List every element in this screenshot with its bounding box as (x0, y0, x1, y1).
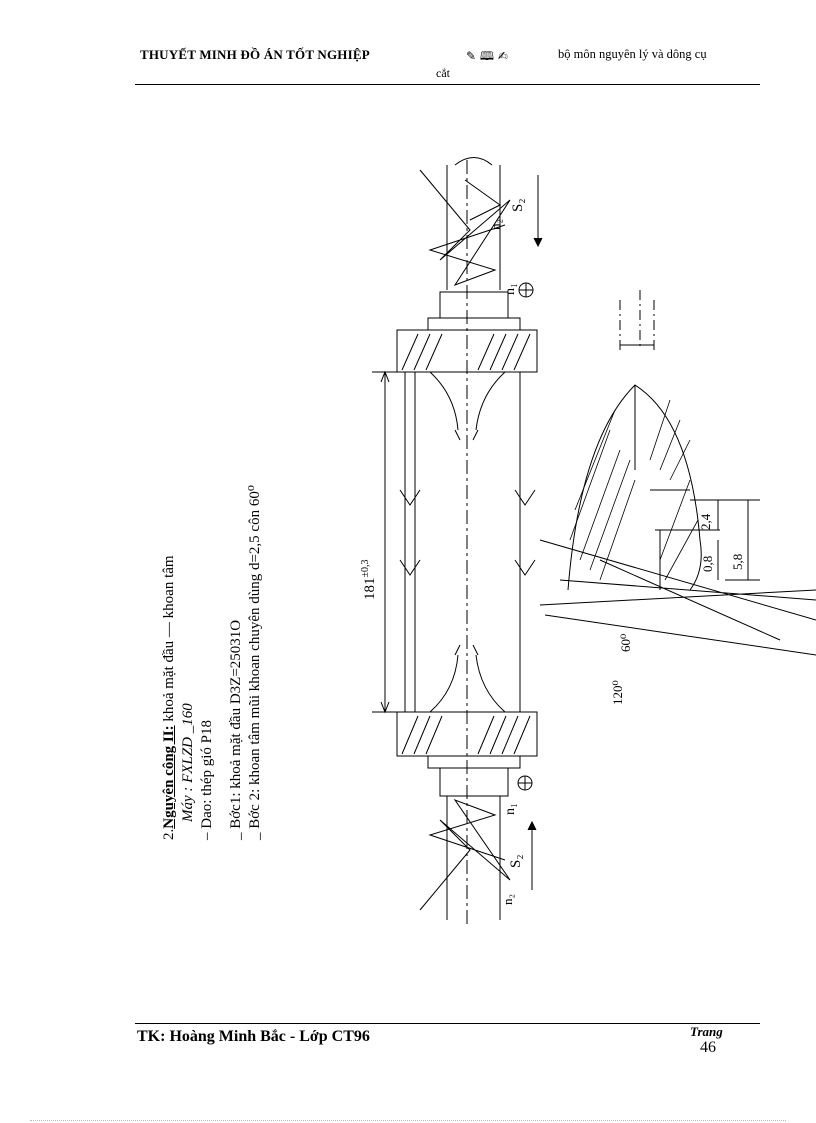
label-n1-top: n₁ (503, 283, 518, 295)
top-center-hole (429, 371, 506, 431)
shaft-top-end (454, 157, 493, 166)
label-n1-bottom: n₁ (503, 803, 518, 815)
page-bottom-edge (30, 1120, 786, 1121)
bottom-flange (427, 755, 521, 769)
top-rotation-cross (519, 283, 533, 297)
detail-inner-lines (634, 385, 700, 590)
page-number: 46 (700, 1039, 716, 1056)
header-decorative-icons: ✎ 🕮 ✍ (466, 49, 508, 63)
label-s2-bottom: S₂ (508, 854, 524, 868)
bottom-center-hole (429, 654, 506, 713)
bottom-rotation-cross (518, 776, 532, 790)
shaft-top-stub (446, 165, 501, 290)
header-department: bộ môn nguyên lý và dông cụ (558, 47, 707, 61)
top-collar (439, 291, 509, 319)
label-dim-2-4: 2,4 (698, 513, 713, 530)
top-cutter-tip (464, 179, 501, 221)
top-flange (427, 317, 521, 331)
bottom-break-mark (454, 644, 479, 656)
label-dim-0-8: 0,8 (700, 556, 715, 572)
top-chuck-hatch (401, 333, 531, 371)
detail-hatch (569, 399, 699, 581)
label-angle-60: 60⁰ (618, 634, 633, 652)
label-n2-bottom: n₂ (500, 894, 515, 905)
footer-author: TK: Hoàng Minh Bắc - Lớp CT96 (137, 1028, 370, 1045)
bottom-chuck-hatch (401, 715, 531, 755)
footer-divider (135, 1023, 760, 1024)
label-s2-top: S₂ (510, 198, 526, 212)
label-n2-top: n₂ (488, 219, 503, 230)
shaft-bottom-stub (446, 796, 501, 920)
header-title: THUYẾT MINH ĐỒ ÁN TỐT NGHIỆP (140, 47, 370, 62)
label-angle-120: 120⁰ (610, 680, 625, 705)
v-mark-2 (399, 559, 536, 576)
footer-page-label: Trang (690, 1024, 723, 1039)
bottom-cutter (419, 798, 511, 911)
length-extension-lines (372, 371, 410, 713)
detail-drill-lines (539, 539, 816, 656)
v-mark-1 (399, 489, 536, 506)
label-length: 181±0,3 (360, 560, 378, 601)
header-department-wrap: cắt (436, 66, 450, 80)
top-break-mark (454, 429, 479, 441)
header-divider (135, 84, 760, 85)
top-cutter (419, 169, 511, 286)
label-dim-5-8: 5,8 (730, 554, 745, 570)
top-feed-arrowhead (533, 237, 543, 248)
workpiece-body (414, 372, 521, 712)
bottom-collar (439, 767, 509, 797)
detail-axis (619, 290, 655, 350)
detail-dim-lines (717, 500, 749, 580)
bottom-feed-arrowhead (527, 820, 537, 831)
detail-drill-profile (567, 384, 702, 591)
